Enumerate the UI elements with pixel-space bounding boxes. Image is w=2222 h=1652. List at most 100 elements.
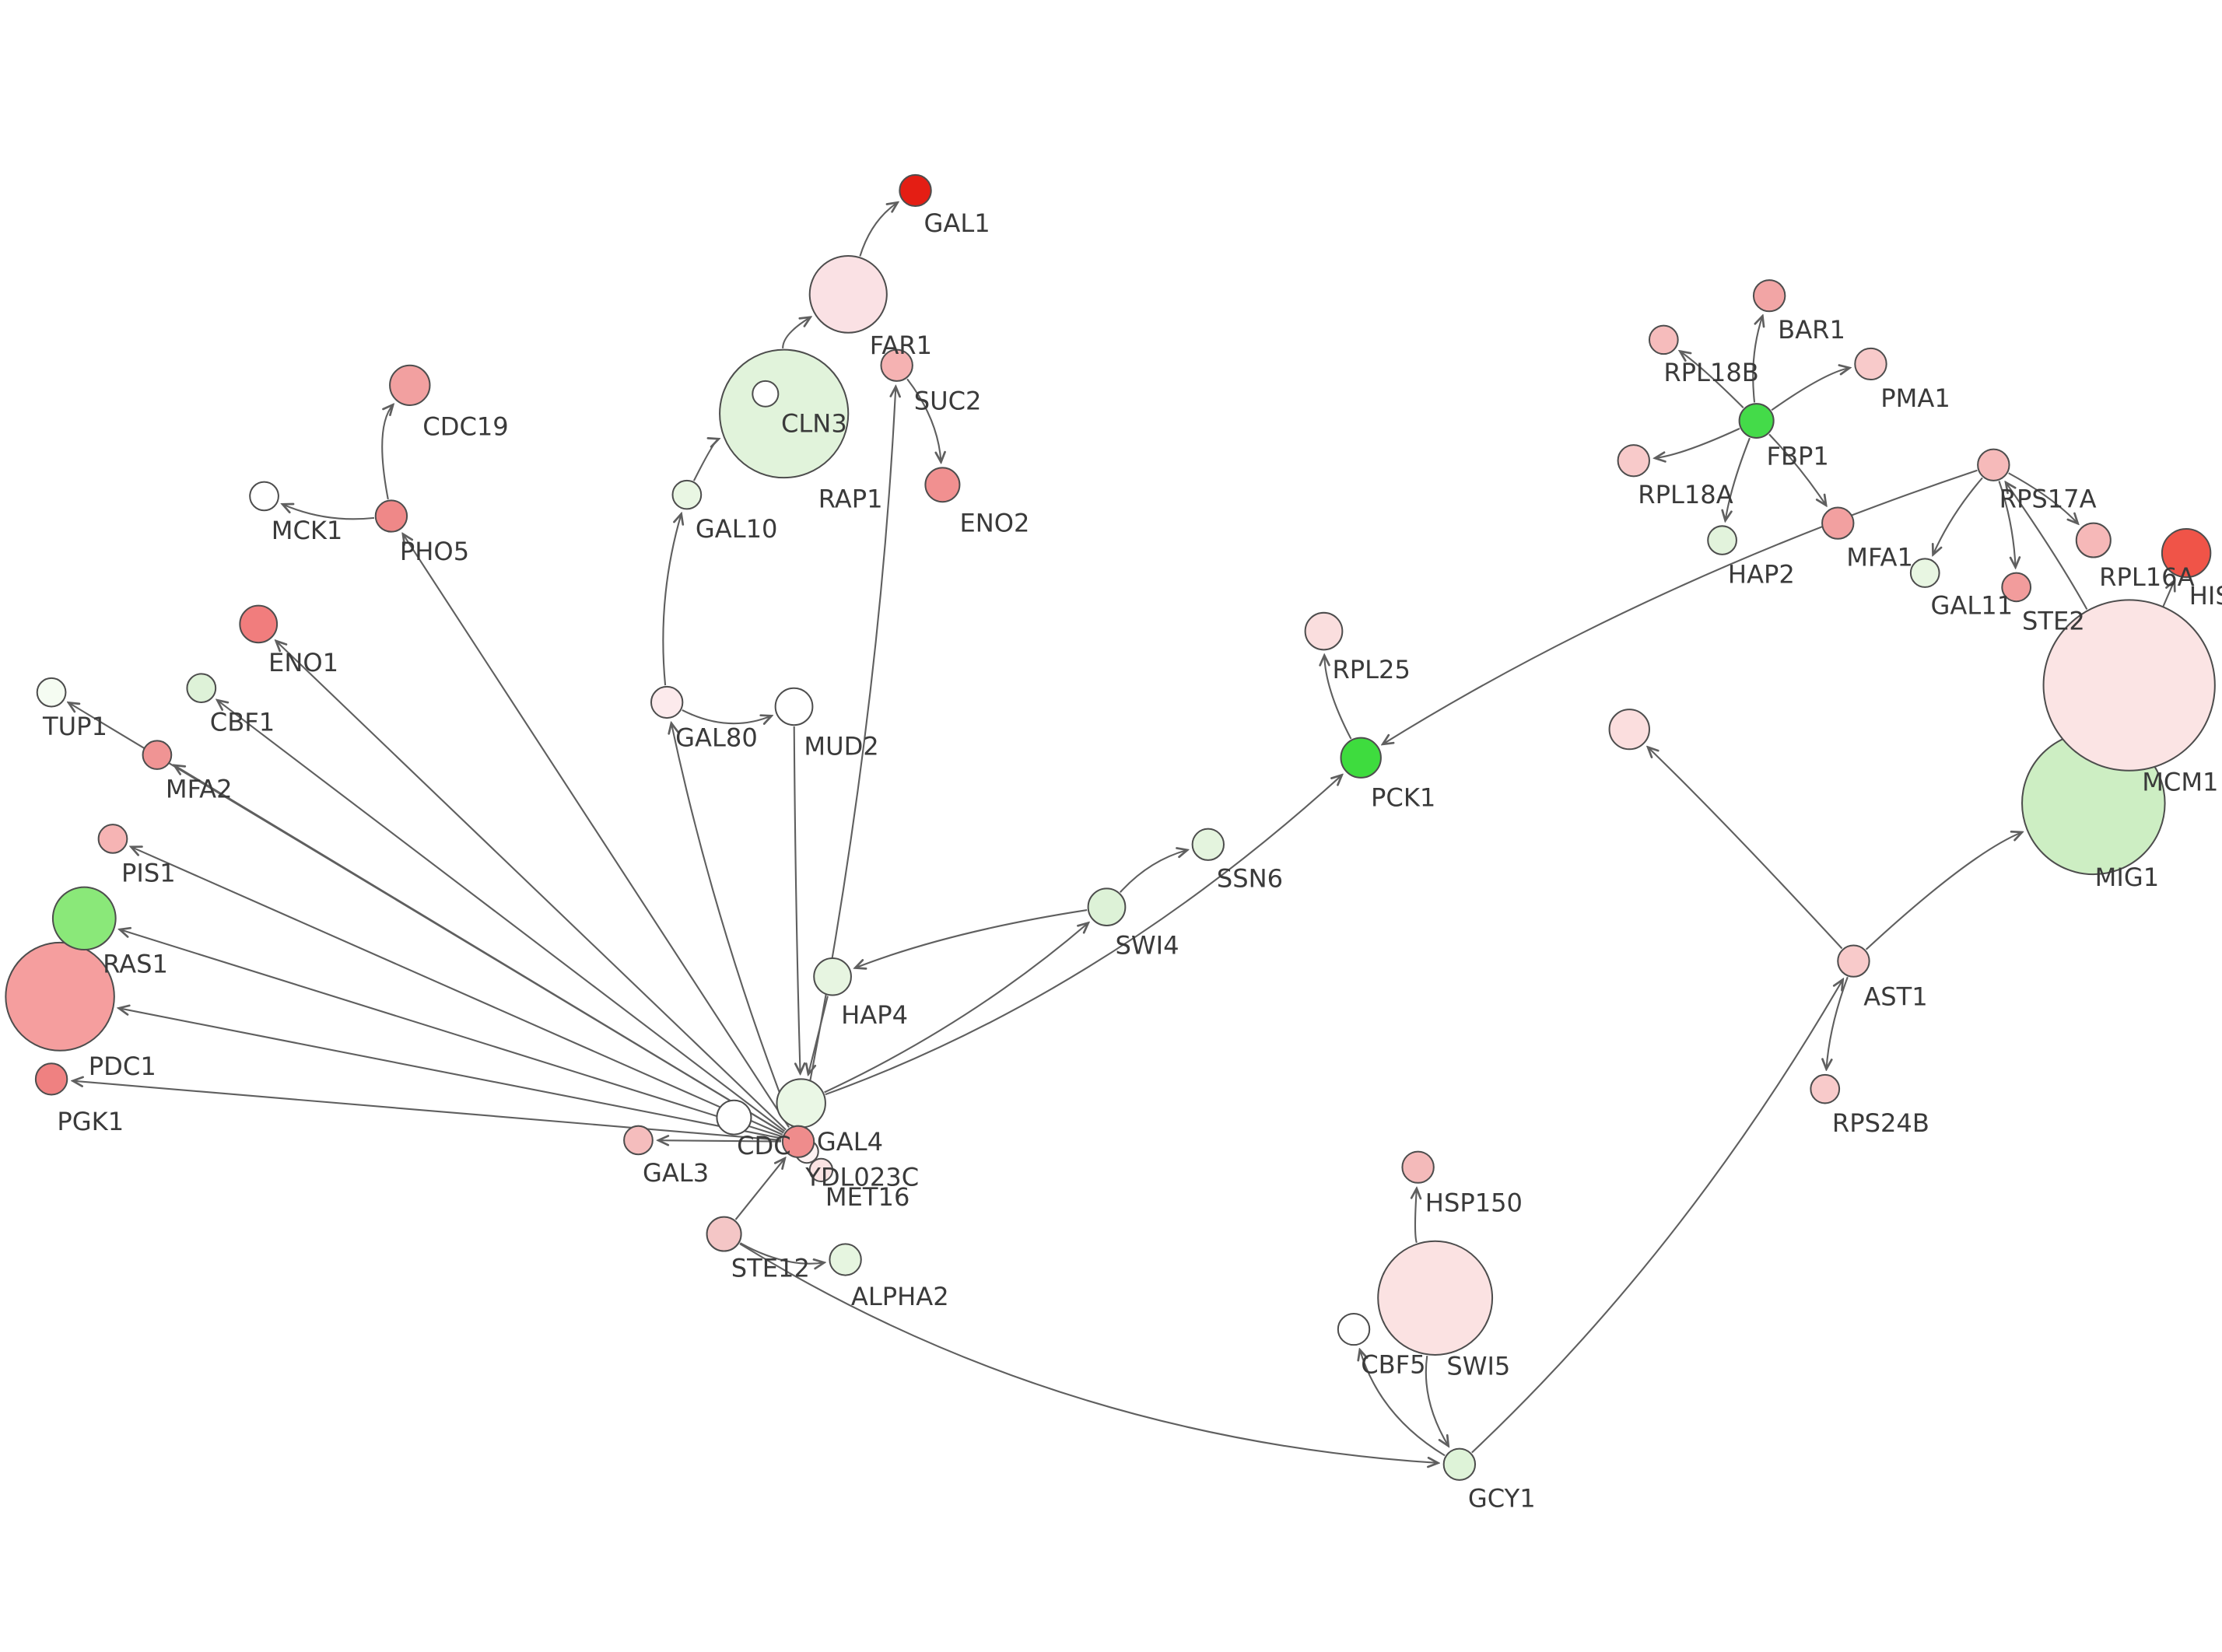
edge-GAL4-ENO1[interactable] (276, 641, 787, 1131)
edge-SWI4-SSN6[interactable] (1119, 850, 1187, 893)
node-STE12[interactable] (706, 1216, 742, 1252)
edge-RAP1-FAR1[interactable] (782, 317, 811, 348)
edge-MUD2-HUB2[interactable] (793, 726, 801, 1073)
edge-GAL4-GAL80[interactable] (671, 723, 794, 1126)
node-RPS24B[interactable] (1810, 1073, 1841, 1104)
node-MFA2[interactable] (142, 740, 173, 770)
edge-FBP1-MFA1[interactable] (1768, 433, 1826, 505)
node-FAR1[interactable] (808, 255, 888, 334)
edge-HAP4-HUB2[interactable] (808, 996, 829, 1075)
node-HIS4[interactable] (2161, 527, 2212, 579)
node-GAL4[interactable] (781, 1125, 815, 1158)
edge-RPS17A-GAL11[interactable] (1933, 477, 1983, 555)
edge-GAL4-CBF1[interactable] (217, 700, 786, 1132)
edge-AST1-NODE_U[interactable] (1648, 747, 1843, 950)
edge-MCM1-RPS17A[interactable] (2006, 482, 2088, 611)
edge-HUB2-PCK1[interactable] (825, 775, 1342, 1096)
node-MET16[interactable] (808, 1157, 834, 1182)
edge-GCY1-AST1[interactable] (1471, 979, 1843, 1454)
node-RPL16A[interactable] (2075, 522, 2112, 558)
node-MUD2[interactable] (774, 687, 814, 726)
node-PHO5[interactable] (374, 499, 408, 533)
edge-GAL4-PGK1[interactable] (73, 1081, 782, 1141)
edge-SWI5-HSP150[interactable] (1415, 1188, 1417, 1244)
edge-STE12-GAL4[interactable] (734, 1158, 784, 1220)
node-GCY1[interactable] (1442, 1447, 1477, 1481)
node-PMA1[interactable] (1854, 347, 1887, 381)
edge-FBP1-HAP2[interactable] (1726, 437, 1751, 520)
node-SUC2[interactable] (880, 348, 913, 382)
node-HSP150[interactable] (1401, 1150, 1435, 1184)
node-RPS17A[interactable] (1977, 448, 2010, 481)
edge-PHO5-MCK1[interactable] (282, 504, 375, 520)
node-GAL80[interactable] (650, 685, 684, 719)
node-BAR1[interactable] (1752, 279, 1786, 313)
edge-FBP1-PMA1[interactable] (1771, 368, 1849, 411)
edge-RPS17A-PCK1[interactable] (1383, 469, 1978, 744)
node-label-AST1: AST1 (1863, 982, 1927, 1011)
edge-GAL80-MUD2[interactable] (682, 709, 772, 723)
edge-FBP1-RPL18A[interactable] (1655, 428, 1740, 458)
node-GAL10[interactable] (671, 479, 703, 510)
node-ALPHA2[interactable] (829, 1243, 862, 1276)
edge-FBP1-BAR1[interactable] (1752, 316, 1762, 403)
edge-GAL4-GAL3[interactable] (658, 1140, 782, 1141)
edge-GAL10-RAP1[interactable] (692, 439, 719, 481)
node-GAL1[interactable] (899, 173, 932, 208)
node-TUP1[interactable] (36, 677, 67, 708)
edge-HUB2-SWI4[interactable] (824, 922, 1088, 1094)
edge-GAL80-GAL10[interactable] (662, 514, 681, 686)
node-SSN6[interactable] (1191, 828, 1225, 861)
edge-GAL4-MFA2[interactable] (174, 765, 784, 1134)
node-PIS1[interactable] (97, 824, 128, 854)
edge-FAR1-GAL1[interactable] (859, 202, 897, 257)
node-RPL18B[interactable] (1648, 324, 1679, 355)
node-RPL25[interactable] (1304, 611, 1344, 651)
edge-FBP1-RPL18B[interactable] (1680, 352, 1744, 408)
node-SWI5[interactable] (1377, 1240, 1494, 1356)
edge-GCY1-CBF5[interactable] (1360, 1349, 1446, 1457)
node-PGK1[interactable] (34, 1062, 68, 1096)
node-MCM1[interactable] (2042, 599, 2216, 772)
node-CBF5[interactable] (1337, 1312, 1371, 1346)
node-CDC19[interactable] (389, 364, 431, 406)
edge-STE12-ALPHA2[interactable] (739, 1242, 824, 1263)
node-HAP4[interactable] (813, 957, 852, 996)
node-CBF1[interactable] (186, 673, 217, 703)
node-GAL11[interactable] (1909, 558, 1940, 588)
node-PCK1[interactable] (1340, 737, 1382, 779)
node-RPL18A[interactable] (1617, 444, 1650, 478)
edge-AST1-MIG1[interactable] (1865, 832, 2022, 950)
node-CDC[interactable] (716, 1099, 752, 1136)
node-RAP1[interactable] (719, 348, 850, 479)
node-label-GAL3: GAL3 (643, 1158, 709, 1188)
edge-RPS17A-RPL16A[interactable] (2008, 472, 2078, 523)
edge-PCK1-RPL25[interactable] (1324, 656, 1352, 740)
edge-SUC2-ENO2[interactable] (906, 378, 941, 462)
node-MFA1[interactable] (1821, 506, 1855, 540)
node-ENO1[interactable] (239, 604, 279, 644)
node-AST1[interactable] (1837, 944, 1870, 978)
node-SWI4[interactable] (1087, 887, 1127, 926)
node-label-YDL023C: YDL023C (804, 1163, 919, 1192)
edge-GAL4-PHO5[interactable] (403, 534, 790, 1128)
node-FBP1[interactable] (1738, 403, 1775, 439)
edge-GAL4-RAS1[interactable] (120, 929, 783, 1138)
node-STE2[interactable] (2001, 572, 2032, 603)
edge-GAL4-PIS1[interactable] (131, 847, 783, 1136)
node-ENO2[interactable] (924, 467, 961, 503)
node-HUB2[interactable] (776, 1078, 826, 1129)
node-HAP2[interactable] (1707, 525, 1737, 555)
edge-RPS17A-STE2[interactable] (1998, 481, 2015, 567)
node-CLN3[interactable] (752, 380, 780, 408)
edge-SWI5-GCY1[interactable] (1425, 1355, 1449, 1446)
node-MCK1[interactable] (249, 481, 279, 512)
edge-SWI4-HAP4[interactable] (855, 909, 1088, 968)
edge-STE12-GCY1[interactable] (739, 1243, 1438, 1463)
node-GAL3[interactable] (623, 1125, 654, 1156)
node-PDC1[interactable] (5, 941, 115, 1052)
edge-GAL4-PDC1[interactable] (119, 1008, 782, 1139)
node-NODE_U[interactable] (1608, 709, 1650, 751)
edge-PHO5-CDC19[interactable] (381, 404, 393, 500)
node-RAS1[interactable] (51, 886, 117, 951)
